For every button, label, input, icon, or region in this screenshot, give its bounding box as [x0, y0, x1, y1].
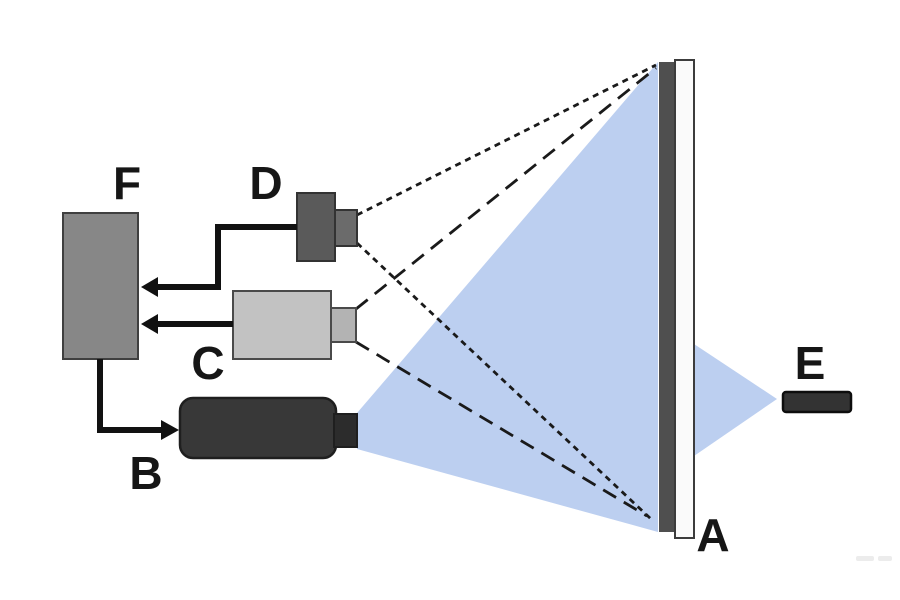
cable-control-box-to-projector [97, 359, 162, 433]
camera-d-lens [334, 209, 358, 247]
arrowhead-f-to-b [161, 420, 179, 440]
camera-c-lens [330, 307, 357, 343]
camera-c-body [232, 290, 332, 360]
label-camera-d: D [249, 157, 282, 209]
screen-panel [674, 59, 695, 539]
screen-front-strip [659, 62, 675, 532]
label-control-box-f: F [113, 157, 141, 209]
cable-camera-d-to-control-box [157, 224, 297, 290]
arrowhead-d-to-f [141, 277, 158, 297]
sightline-camera-d-to-screen-bottom [356, 241, 652, 521]
projector-body [178, 396, 338, 460]
label-screen-a: A [696, 509, 729, 561]
watermark-mark [878, 556, 892, 561]
projector-lens [333, 413, 358, 448]
label-projector-b: B [129, 447, 162, 499]
sightline-camera-d-to-screen-top [356, 63, 657, 217]
transmitted-beam-cone [694, 344, 777, 456]
sightline-camera-c-to-screen-top [355, 66, 657, 311]
detector-bar [781, 390, 853, 414]
camera-d-body [296, 192, 336, 262]
arrowhead-c-to-f [141, 314, 158, 334]
sightline-camera-c-to-screen-bottom [355, 340, 648, 518]
label-camera-c: C [191, 337, 224, 389]
label-detector-e: E [795, 337, 826, 389]
control-box [62, 212, 139, 360]
projector-beam-cone [357, 62, 658, 532]
watermark-mark [856, 556, 874, 561]
